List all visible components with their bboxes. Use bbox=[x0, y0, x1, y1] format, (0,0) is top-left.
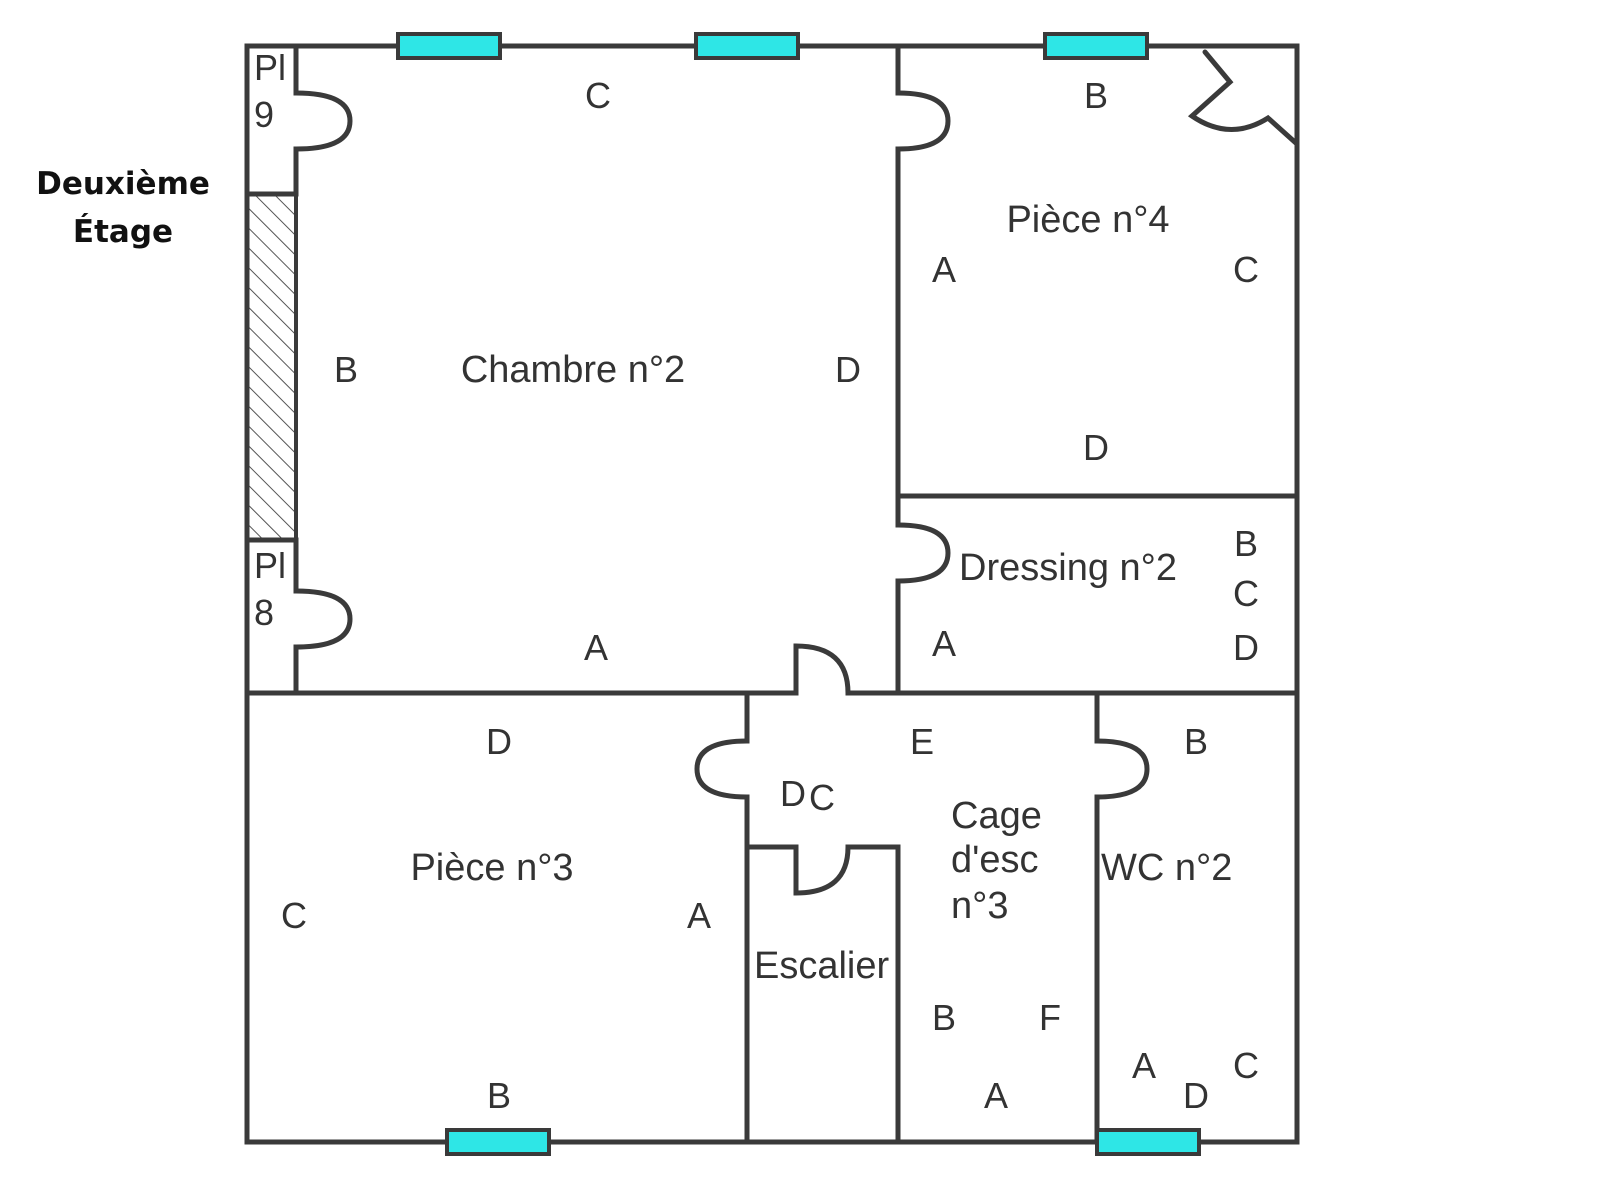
wall-letters: C B D A B A C D B C D A D C A B D C E B … bbox=[281, 75, 1259, 1116]
floor-title-line-1: Deuxième bbox=[36, 166, 210, 202]
piece-3-wall-b: B bbox=[487, 1075, 511, 1116]
piece-3-wall-d: D bbox=[486, 721, 512, 762]
chambre-2-wall-b: B bbox=[334, 349, 358, 390]
room-name-escalier: Escalier bbox=[754, 945, 889, 987]
room-name-cage-line-1: Cage bbox=[951, 795, 1042, 837]
wc-2-wall-b: B bbox=[1184, 721, 1208, 762]
floor-title: Deuxième Étage bbox=[28, 160, 218, 256]
interior-walls bbox=[244, 43, 1300, 1145]
window-piece3 bbox=[445, 1128, 551, 1156]
room-name-wc-2: WC n°2 bbox=[1101, 847, 1232, 889]
door-escalier bbox=[793, 844, 851, 896]
landing-wall-e: E bbox=[910, 721, 934, 762]
door-piece3-landing bbox=[694, 738, 750, 800]
window-piece4 bbox=[1043, 32, 1149, 60]
piece-3-wall-a: A bbox=[687, 895, 711, 936]
windows bbox=[396, 32, 1201, 1156]
cage-3-wall-f: F bbox=[1039, 997, 1061, 1038]
piece-4-wall-a: A bbox=[932, 249, 956, 290]
door-dressing bbox=[895, 522, 951, 584]
chambre-2-wall-c: C bbox=[585, 75, 611, 116]
door-placard-9 bbox=[293, 90, 353, 152]
room-names: Chambre n°2 Pièce n°4 Dressing n°2 Pièce… bbox=[254, 47, 1232, 987]
piece-4-wall-c: C bbox=[1233, 249, 1259, 290]
wc-2-wall-d: D bbox=[1183, 1075, 1209, 1116]
placard-9-label-2: 9 bbox=[254, 94, 274, 135]
piece-4-wall-d: D bbox=[1083, 427, 1109, 468]
chambre-2-wall-d: D bbox=[835, 349, 861, 390]
dressing-2-wall-c: C bbox=[1233, 573, 1259, 614]
piece-3-wall-c: C bbox=[281, 895, 307, 936]
wc-2-wall-c: C bbox=[1233, 1045, 1259, 1086]
chimney-hatch bbox=[245, 192, 298, 542]
window-chambre-1 bbox=[396, 32, 502, 60]
room-name-cage-line-2: d'esc bbox=[951, 839, 1039, 881]
room-name-piece-4: Pièce n°4 bbox=[1006, 199, 1169, 241]
cage-3-wall-b: B bbox=[932, 997, 956, 1038]
door-wc bbox=[1094, 738, 1150, 800]
chambre-2-wall-a: A bbox=[584, 627, 608, 668]
landing-wall-c: C bbox=[809, 777, 835, 818]
room-name-cage-line-3: n°3 bbox=[951, 885, 1008, 927]
piece-4-wall-b: B bbox=[1084, 75, 1108, 116]
door-chambre-piece4 bbox=[895, 90, 951, 152]
placard-8-label-2: 8 bbox=[254, 592, 274, 633]
placard-9-label-1: Pl bbox=[254, 47, 286, 88]
floor-title-line-2: Étage bbox=[72, 214, 174, 250]
cage-3-wall-a: A bbox=[984, 1075, 1008, 1116]
door-piece4-corner bbox=[1187, 49, 1300, 147]
window-wc bbox=[1095, 1128, 1201, 1156]
room-name-chambre-2: Chambre n°2 bbox=[461, 349, 685, 391]
room-name-dressing-2: Dressing n°2 bbox=[959, 547, 1177, 589]
window-chambre-2 bbox=[694, 32, 800, 60]
door-chambre-landing bbox=[793, 643, 851, 696]
dressing-2-wall-a: A bbox=[932, 623, 956, 664]
landing-wall-d: D bbox=[780, 773, 806, 814]
dressing-2-wall-b: B bbox=[1234, 523, 1258, 564]
room-name-piece-3: Pièce n°3 bbox=[410, 847, 573, 889]
door-swings bbox=[293, 49, 1300, 896]
dressing-2-wall-d: D bbox=[1233, 627, 1259, 668]
door-placard-8 bbox=[293, 588, 353, 650]
placard-8-label-1: Pl bbox=[254, 545, 286, 586]
wc-2-wall-a: A bbox=[1132, 1045, 1156, 1086]
